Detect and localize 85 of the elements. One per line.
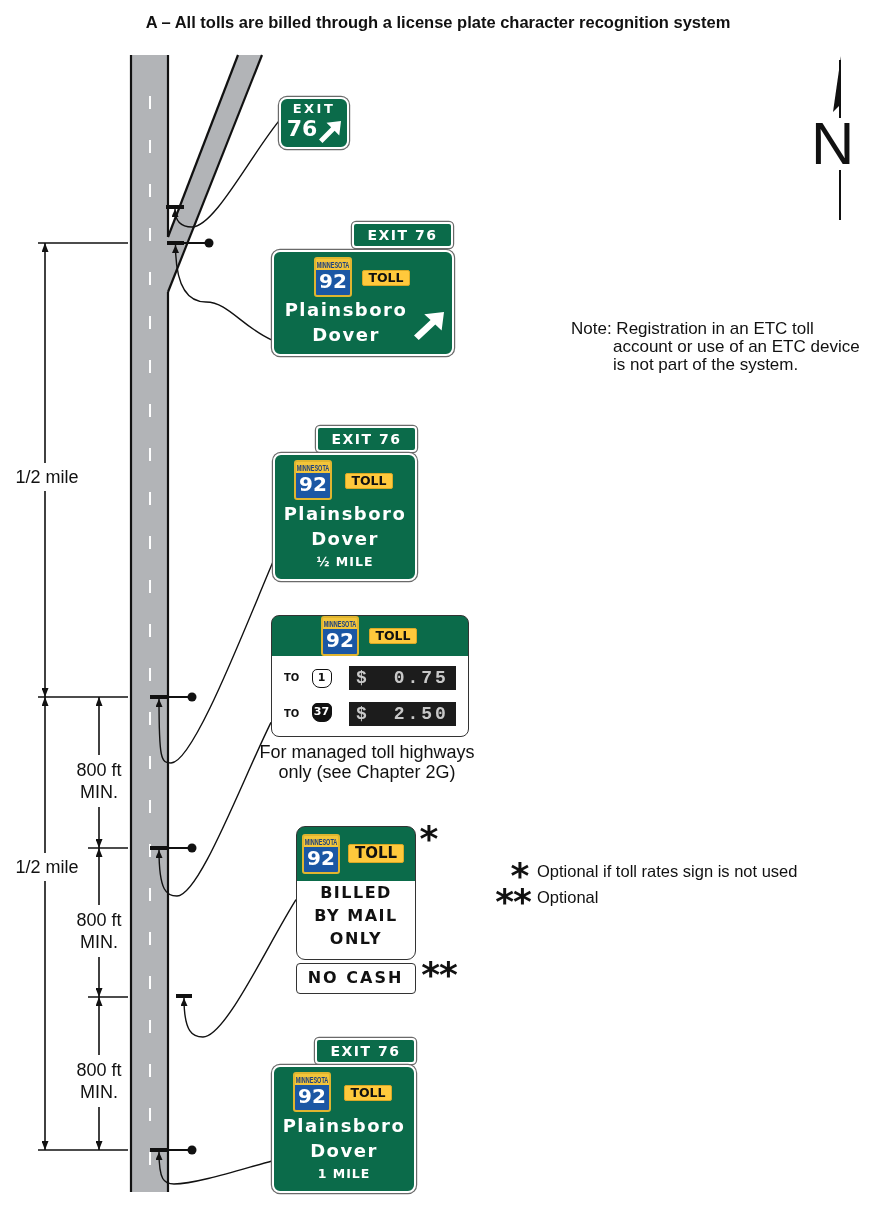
dimension-label: 800 ft MIN. [75,759,123,803]
dimension-label: 1/2 mile [15,467,79,487]
exit-word: EXIT [292,101,336,117]
state-name: MINNESOTA [295,1074,329,1085]
state-name: MINNESOTA [323,618,357,629]
note-text: Note: Registration in an ETC toll account or use of an ETC device is not part of the system. [571,320,861,374]
leader-line [155,1151,273,1185]
toll-text: TOLL [350,1086,386,1100]
destination-text: Dover [312,324,380,346]
footnote-mark: ** [495,889,531,907]
toll-billing-sign [296,826,416,960]
route-shield [321,616,359,656]
leader-line [171,120,280,228]
footnote-mark: * [419,826,439,844]
exit-text: EXIT 76 [367,226,438,244]
rate-display [349,702,456,726]
destination-text: Dover [310,1140,378,1162]
route-number: 1 [317,671,326,685]
toll-plaque [362,270,410,286]
footnote-mark: ** [421,962,457,980]
route-shield [302,834,340,874]
toll-plaque [369,628,417,644]
footnote-text: Optional if toll rates sign is not used [537,862,798,881]
sign-post-mark [166,205,184,209]
route-number: 92 [299,472,327,497]
destination-text: Plainsboro [283,503,407,525]
exit-number: 76 [286,116,318,142]
state-name: MINNESOTA [304,836,338,847]
sign-post-mark [150,1148,168,1152]
toll-plaque [348,844,404,863]
exit-text: EXIT 76 [330,1042,401,1060]
exit-plaque [315,1038,416,1064]
route-number: 92 [298,1084,326,1109]
toll-text: TOLL [354,845,398,862]
exit-plaque [352,222,453,248]
toll-rate-sign [271,615,469,737]
sign-post-mark [150,695,168,699]
to-text: TO [284,672,300,684]
destination-text: Dover [311,528,379,550]
guide-sign [272,1065,416,1193]
exit-text: EXIT 76 [331,430,402,448]
guide-sign [272,250,454,356]
route-shield [293,1072,331,1112]
sign-post-mark [176,994,192,998]
rate-display [349,666,456,690]
state-name: MINNESOTA [316,259,350,270]
plaque-text: NO CASH [307,967,404,989]
route-number: 92 [307,846,335,871]
billing-text: BILLED BY MAIL ONLY [313,882,399,950]
footnote-text: Optional [537,888,599,907]
route-shield [294,460,332,500]
north-label: N [811,122,855,165]
sign-post-mark [150,846,168,850]
dimension-label: 800 ft MIN. [75,1059,123,1103]
no-cash-plaque [296,963,416,994]
distance-text: 1 MILE [317,1166,371,1182]
toll-rate: $ 2.50 [356,703,449,725]
dimension-label: 1/2 mile [15,857,79,877]
toll-text: TOLL [375,629,411,643]
route-number: 37 [313,705,330,719]
destination-text: Plainsboro [282,1115,406,1137]
leader-line [172,244,273,341]
leader-line [180,899,297,1038]
sign-note: For managed toll highways only (see Chapter 2G) [258,742,476,782]
toll-plaque [344,1085,392,1101]
route-number: 92 [319,269,347,294]
guide-sign [273,453,417,581]
sign-post-mark [167,241,184,245]
route-shield [314,257,352,297]
exit-sign [279,97,349,149]
diagram-title: A – All tolls are billed through a license plate character recognition system [145,12,731,32]
distance-text: ½ MILE [316,554,374,570]
destination-text: Plainsboro [284,299,408,321]
toll-plaque [345,473,393,489]
route-marker [312,669,332,688]
toll-text: TOLL [351,474,387,488]
leader-line [155,721,272,897]
dimension-label: 800 ft MIN. [75,909,123,953]
to-text: TO [284,708,300,720]
toll-rate: $ 0.75 [356,667,449,689]
exit-plaque [316,426,417,452]
route-number: 92 [326,628,354,653]
state-name: MINNESOTA [296,462,330,473]
footnote-mark: * [510,863,530,881]
toll-text: TOLL [368,271,404,285]
